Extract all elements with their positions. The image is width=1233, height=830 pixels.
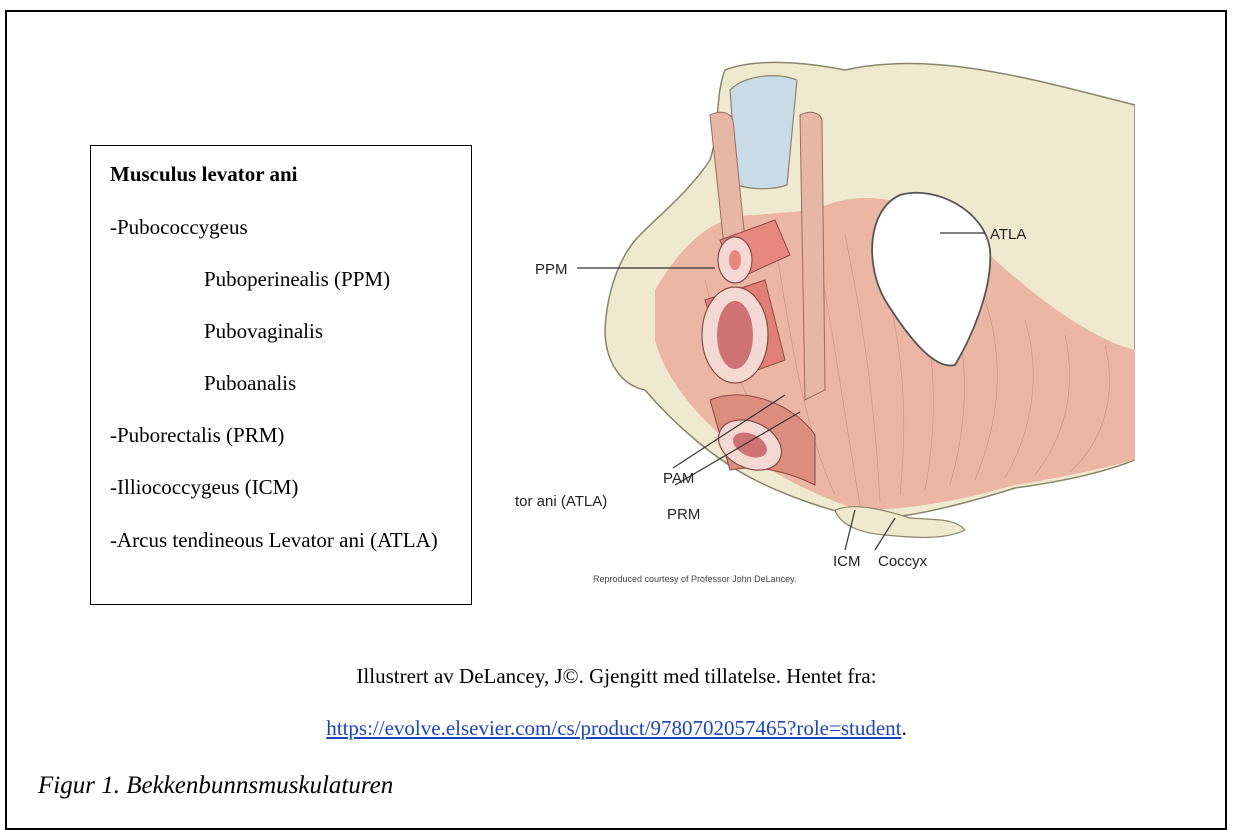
caption-line-1: Illustrert av DeLancey, J©. Gjengitt med… bbox=[0, 664, 1233, 689]
legend-item-puboanalis: Puboanalis bbox=[204, 371, 296, 396]
label-prm: PRM bbox=[667, 506, 700, 523]
legend-item-puborectalis: -Puborectalis (PRM) bbox=[110, 423, 284, 448]
legend-item-pubovaginalis: Pubovaginalis bbox=[204, 319, 323, 344]
pubic-symphysis bbox=[730, 76, 797, 189]
label-coccyx: Coccyx bbox=[878, 553, 928, 570]
legend-box: Musculus levator ani -Pubococcygeus Pubo… bbox=[90, 145, 472, 605]
legend-item-puboperinealis: Puboperinealis (PPM) bbox=[204, 267, 390, 292]
label-icm: ICM bbox=[833, 553, 861, 570]
legend-item-atla: -Arcus tendineous Levator ani (ATLA) bbox=[110, 526, 450, 554]
source-link[interactable]: https://evolve.elsevier.com/cs/product/9… bbox=[326, 716, 901, 740]
caption-period: . bbox=[901, 716, 906, 740]
illustration-credit: Reproduced courtesy of Professor John De… bbox=[593, 574, 796, 584]
label-ppm: PPM bbox=[535, 261, 568, 278]
legend-title: Musculus levator ani bbox=[110, 162, 297, 187]
figure-caption: Figur 1. Bekkenbunnsmuskulaturen bbox=[38, 772, 393, 800]
label-atla: ATLA bbox=[990, 226, 1026, 243]
legend-item-pubococcygeus: -Pubococcygeus bbox=[110, 215, 248, 240]
label-atla-cut: tor ani (ATLA) bbox=[515, 493, 607, 510]
label-pam: PAM bbox=[663, 470, 694, 487]
legend-item-illiococcygeus: -Illiococcygeus (ICM) bbox=[110, 475, 298, 500]
ppm-band-right bbox=[800, 112, 825, 400]
caption-line-2: https://evolve.elsevier.com/cs/product/9… bbox=[0, 716, 1233, 741]
pelvic-floor-illustration: PPM ATLA PAM PRM tor ani (ATLA) ICM Cocc… bbox=[515, 40, 1135, 610]
